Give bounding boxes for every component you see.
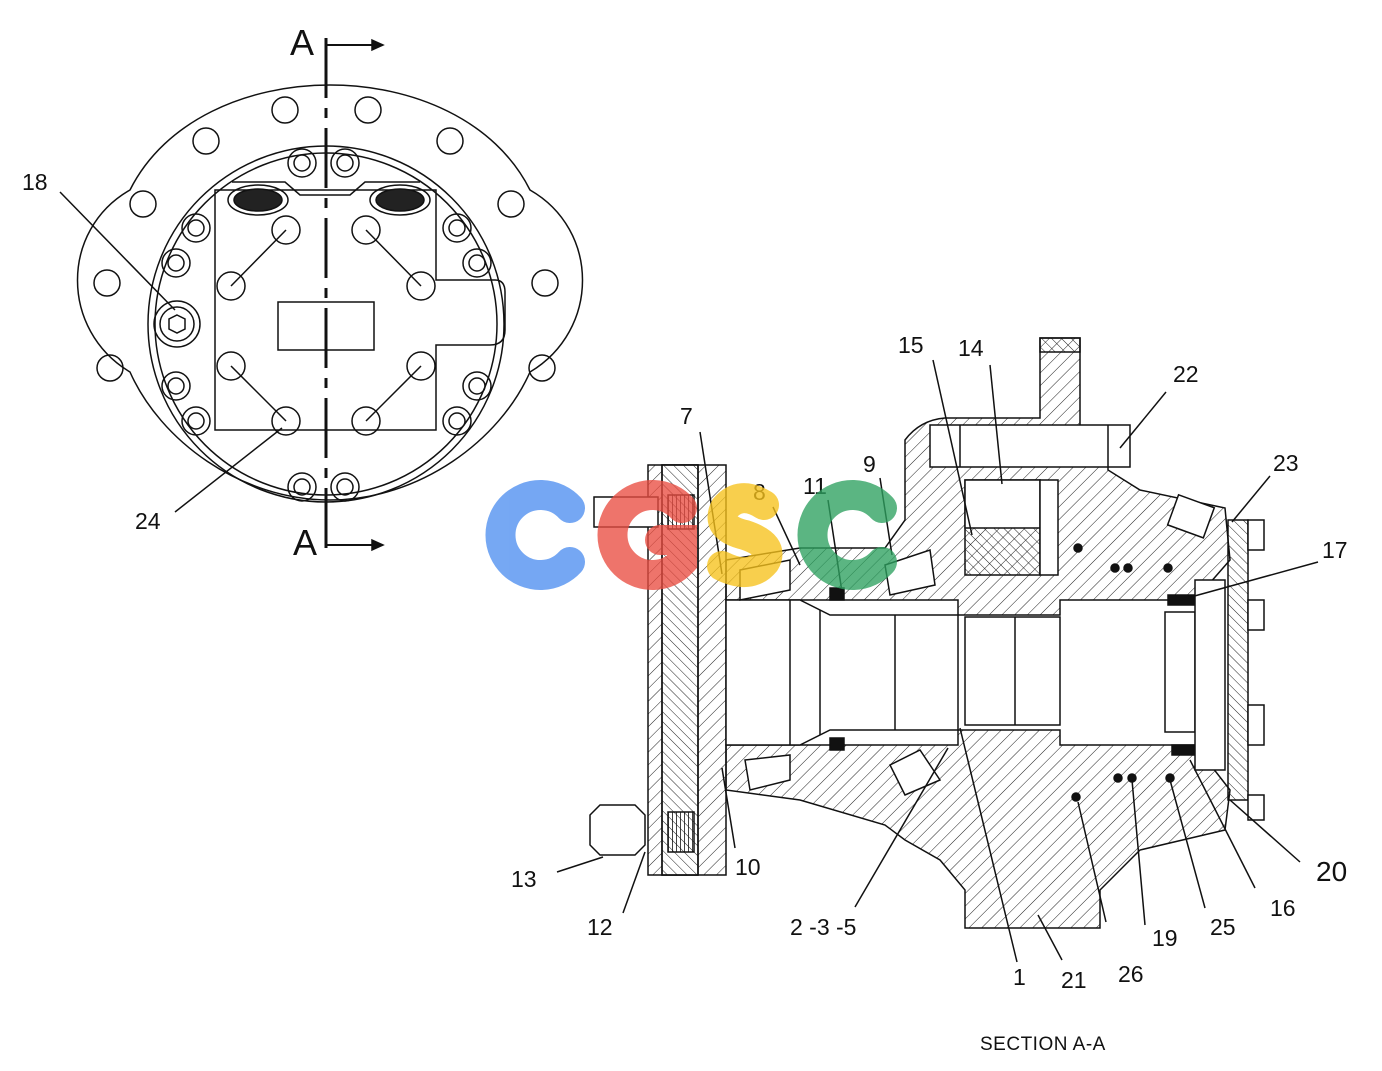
piston-bores (216, 215, 436, 436)
callout-10: 10 (735, 854, 761, 880)
callout-18: 18 (22, 169, 48, 195)
callout-13: 13 (511, 866, 537, 892)
bolt-22 (929, 424, 1131, 468)
watermark-letter-c2 (797, 480, 897, 590)
callout-25: 25 (1210, 914, 1236, 940)
watermark-letter-s (707, 483, 783, 587)
callout-17: 17 (1322, 537, 1348, 563)
callout-1: 1 (1013, 964, 1026, 990)
callout-23: 23 (1273, 450, 1299, 476)
housing-lower (725, 729, 1231, 929)
section-marker-top: A (290, 22, 314, 63)
callout-20: 20 (1316, 856, 1347, 887)
cap-screws (161, 148, 492, 502)
watermark-letter-g (597, 480, 697, 590)
callout-9: 9 (863, 451, 876, 477)
plug-18 (153, 300, 201, 348)
flange-holes (93, 96, 559, 382)
callout-16: 16 (1270, 895, 1296, 921)
callout-19: 19 (1152, 925, 1178, 951)
housing-upper (725, 337, 1231, 616)
callout-14: 14 (958, 335, 984, 361)
watermark-letter-c (485, 480, 585, 590)
callout-7: 7 (680, 403, 693, 429)
plug-23 (1166, 493, 1216, 539)
section-marker-bottom: A (293, 522, 317, 563)
callout-24: 24 (135, 508, 161, 534)
section-caption: SECTION A-A (980, 1034, 1106, 1055)
shaft (725, 599, 959, 746)
watermark-logo (485, 480, 897, 590)
callout-22: 22 (1173, 361, 1199, 387)
front-view (76, 38, 584, 552)
callout-15: 15 (898, 332, 924, 358)
valve-block (214, 189, 506, 431)
callout-2-3-5: 2 -3 -5 (790, 914, 856, 940)
outer-flange (76, 84, 584, 501)
callouts: 18 24 7 8 11 9 15 14 22 23 17 13 12 10 2… (22, 169, 1348, 993)
end-cover (1227, 519, 1249, 801)
section-view (589, 337, 1265, 929)
callout-21: 21 (1061, 967, 1087, 993)
stud-lower (589, 804, 695, 856)
callout-12: 12 (587, 914, 613, 940)
callout-26: 26 (1118, 961, 1144, 987)
